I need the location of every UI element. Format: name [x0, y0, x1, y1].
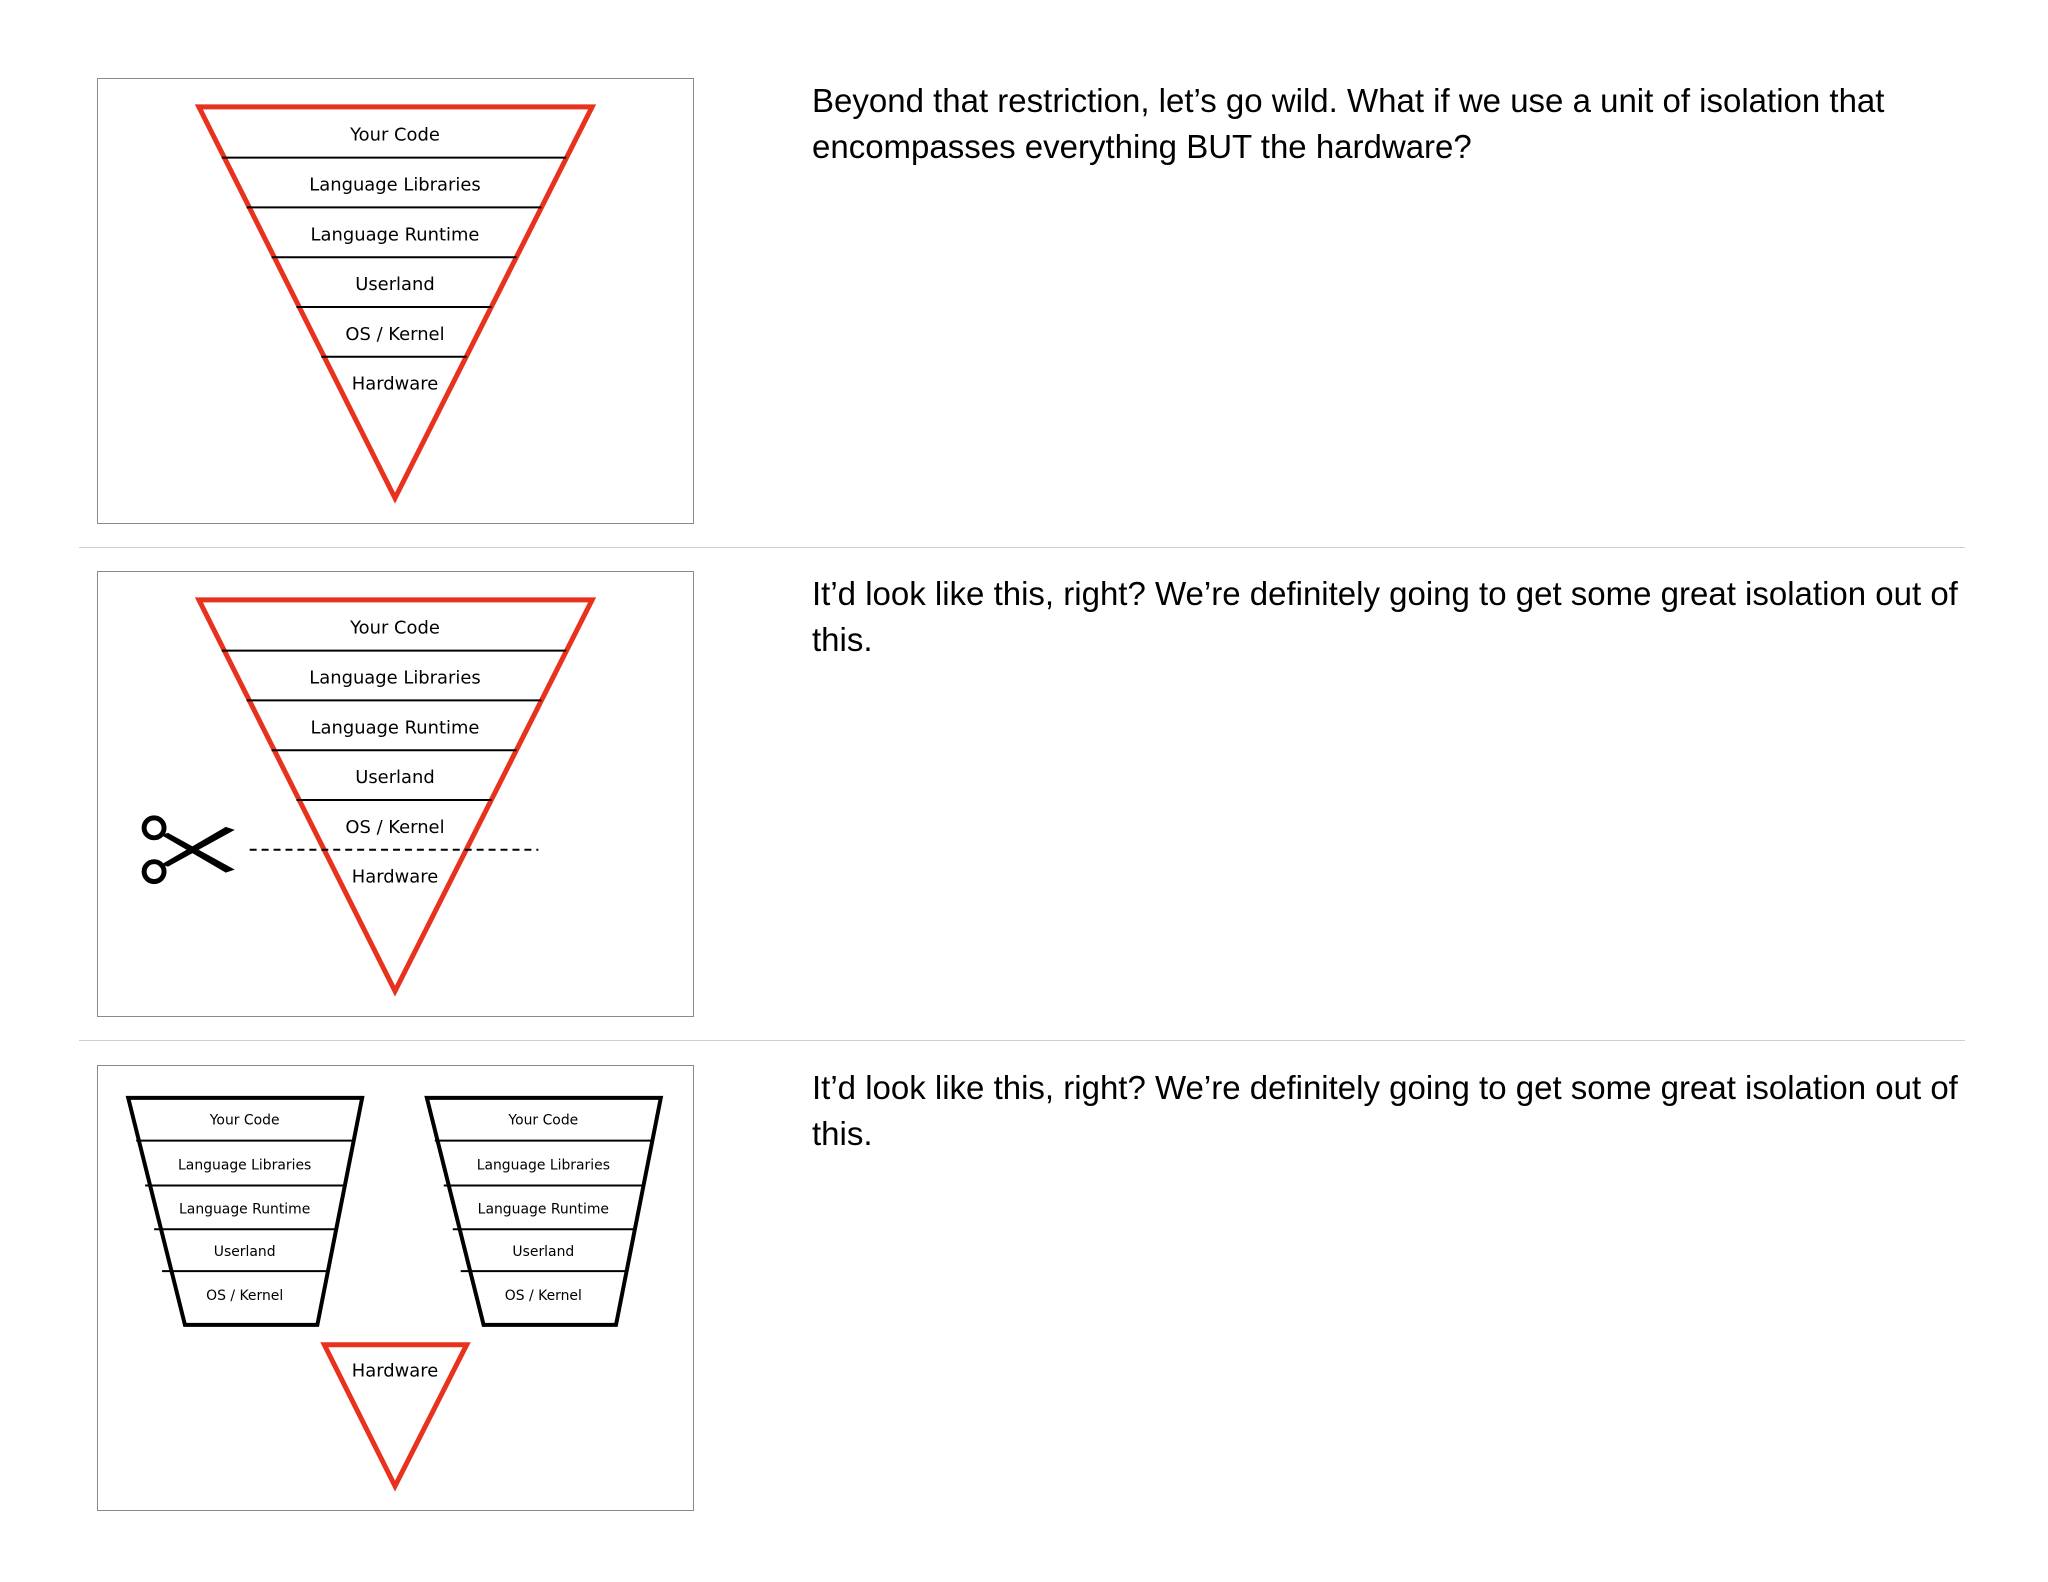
layer-label-language-libraries: Language Libraries: [309, 174, 480, 195]
slide-thumbnail-1[interactable]: Your Code Language Libraries Language Ru…: [97, 78, 694, 524]
layer-triangle-outline: [194, 104, 597, 504]
layer-label-hardware: Hardware: [352, 374, 438, 395]
layer-label-your-code: Your Code: [349, 618, 440, 639]
layer-label-language-libraries: Language Libraries: [309, 667, 480, 688]
row-divider: [79, 547, 1965, 548]
slide-thumbnail-3[interactable]: Your Code Language Libraries Language Ru…: [97, 1065, 694, 1511]
layer-triangle-outline: [194, 597, 597, 997]
presenter-note-1: Beyond that restriction, let’s go wild. …: [812, 82, 1885, 165]
layer-label-language-runtime: Language Runtime: [311, 224, 480, 245]
layer-label-userland: Userland: [355, 274, 434, 295]
slide-thumbnail-2[interactable]: Your Code Language Libraries Language Ru…: [97, 571, 694, 1017]
layer-label-language-runtime: Language Runtime: [311, 717, 480, 738]
hardware-triangle-outline: [320, 1342, 471, 1492]
layer-label-your-code: Your Code: [349, 125, 440, 146]
left-software-stack: Your Code Language Libraries Language Ru…: [125, 1095, 365, 1327]
layer-label-os-kernel: OS / Kernel: [505, 1288, 582, 1304]
layer-label-os-kernel: OS / Kernel: [345, 324, 444, 345]
layer-label-hardware: Hardware: [352, 867, 438, 888]
hardware-triangle: Hardware: [320, 1342, 471, 1492]
layer-label-language-libraries: Language Libraries: [477, 1158, 610, 1174]
layer-label-language-runtime: Language Runtime: [478, 1201, 609, 1217]
scissors-icon: [141, 815, 235, 885]
layer-label-your-code: Your Code: [209, 1113, 280, 1129]
layer-label-userland: Userland: [214, 1244, 276, 1260]
right-software-stack: Your Code Language Libraries Language Ru…: [424, 1095, 664, 1327]
layer-label-os-kernel: OS / Kernel: [345, 817, 444, 838]
layer-label-os-kernel: OS / Kernel: [206, 1288, 283, 1304]
layer-label-userland: Userland: [355, 767, 434, 788]
stack-diagram-1: Your Code Language Libraries Language Ru…: [194, 104, 597, 504]
left-stack-outline: [125, 1095, 365, 1327]
stack-diagram-3: Your Code Language Libraries Language Ru…: [125, 1095, 664, 1492]
layer-label-hardware: Hardware: [352, 1361, 438, 1382]
stack-diagram-2: Your Code Language Libraries Language Ru…: [141, 597, 597, 997]
layer-label-your-code: Your Code: [507, 1113, 578, 1129]
layer-label-language-libraries: Language Libraries: [178, 1158, 311, 1174]
presenter-note-2: It’d look like this, right? We’re defini…: [812, 575, 1958, 658]
presenter-note-3: It’d look like this, right? We’re defini…: [812, 1069, 1958, 1152]
layer-label-language-runtime: Language Runtime: [179, 1201, 310, 1217]
row-divider: [79, 1040, 1965, 1041]
layer-label-userland: Userland: [512, 1244, 574, 1260]
right-stack-outline: [424, 1095, 664, 1327]
